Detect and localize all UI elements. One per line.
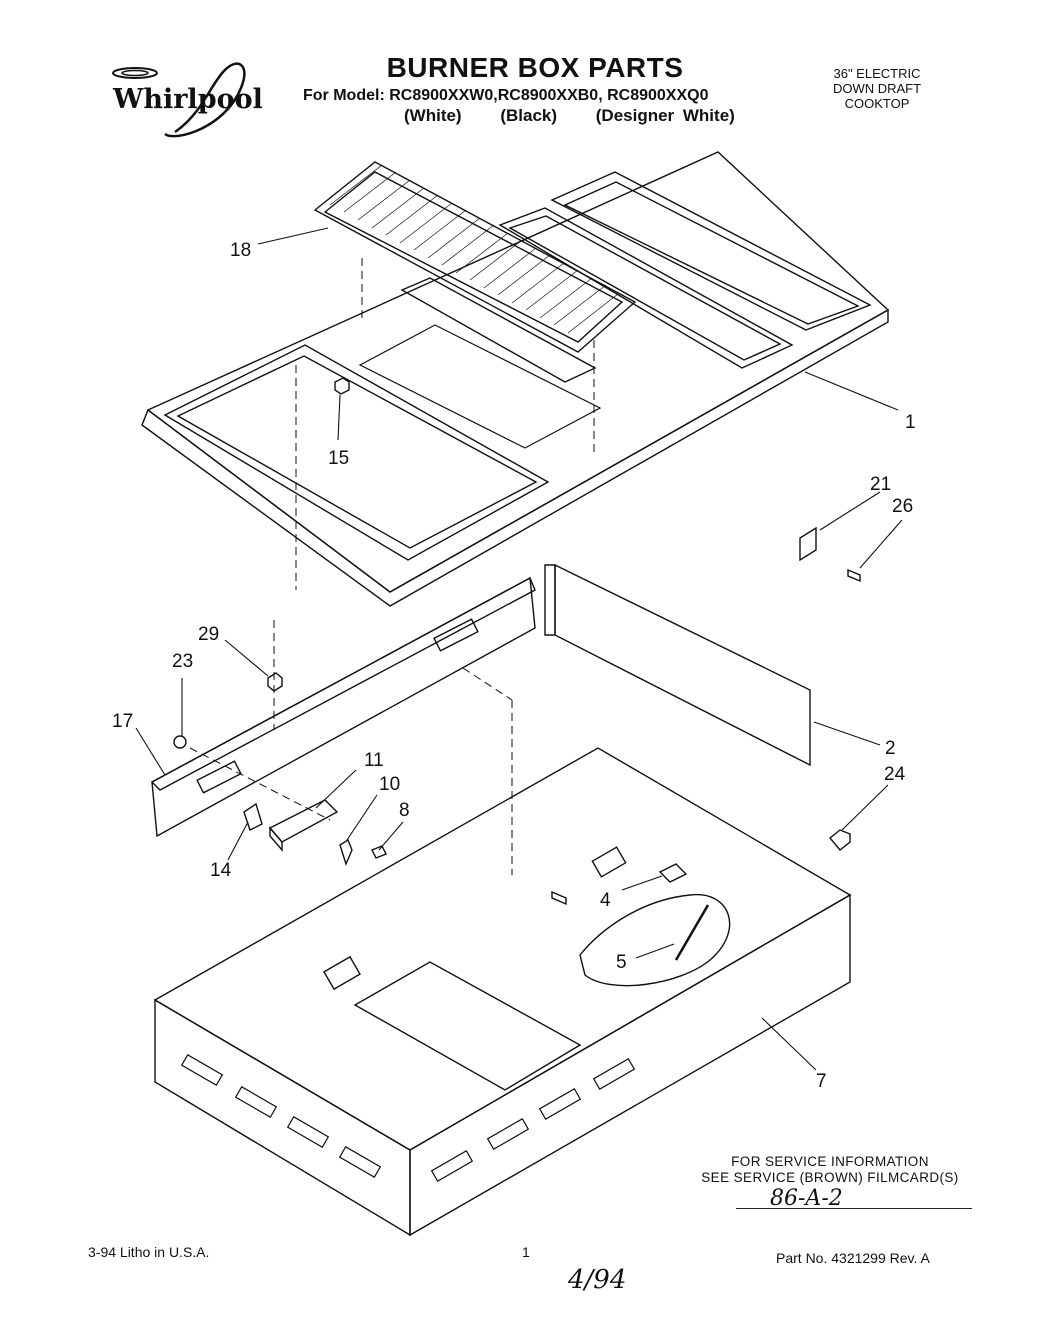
part-15-screw	[335, 378, 349, 394]
product-line-2: DOWN DRAFT	[832, 81, 922, 96]
part-8-screw	[372, 846, 386, 858]
footer-page-number: 1	[522, 1244, 530, 1260]
callout-21: 21	[870, 474, 891, 495]
part-23-nut	[174, 736, 186, 748]
service-info: FOR SERVICE INFORMATION SEE SERVICE (BRO…	[680, 1154, 980, 1186]
part-5-bolt	[676, 905, 708, 960]
part-18-grille	[315, 162, 635, 382]
service-line-2: SEE SERVICE (BROWN) FILMCARD(S)	[701, 1170, 959, 1185]
callout-7: 7	[816, 1071, 827, 1092]
callout-15: 15	[328, 448, 349, 469]
callout-18: 18	[230, 240, 251, 261]
color-designer-white: (Designer White)	[595, 106, 735, 125]
cutaway-opening	[580, 895, 730, 986]
product-line-3: COOKTOP	[844, 96, 910, 111]
part-1-top-frame	[142, 152, 888, 606]
callout-4: 4	[600, 890, 611, 911]
handwritten-note: 4/94	[568, 1265, 627, 1295]
callout-1: 1	[905, 412, 916, 433]
service-line-1: FOR SERVICE INFORMATION	[731, 1154, 929, 1169]
footer-date: 3-94 Litho in U.S.A.	[88, 1244, 210, 1260]
callout-5: 5	[616, 952, 627, 973]
callout-11: 11	[364, 750, 384, 771]
part-11-terminal-block	[270, 800, 337, 850]
callout-2: 2	[885, 738, 896, 759]
footer-part-number: Part No. 4321299 Rev. A	[776, 1250, 930, 1266]
callout-17: 17	[112, 711, 133, 732]
product-type: 36" ELECTRIC DOWN DRAFT COOKTOP	[812, 66, 942, 111]
part-14-clip	[244, 804, 262, 830]
callout-23: 23	[172, 651, 193, 672]
filmcard-underline	[736, 1208, 972, 1209]
color-black: (Black)	[500, 106, 558, 125]
whirlpool-logo: Whirlpool	[105, 58, 265, 142]
part-24-clamp	[830, 830, 850, 850]
callout-10: 10	[379, 774, 400, 795]
model-line: For Model: RC8900XXW0,RC8900XXB0, RC8900…	[303, 87, 709, 104]
part-10-bracket	[340, 840, 352, 864]
part-4-nut	[660, 864, 686, 882]
part-7-burner-box	[155, 748, 850, 1235]
part-21-switch	[800, 528, 816, 560]
color-white: (White)	[404, 106, 462, 125]
part-17-front-panel	[152, 578, 535, 836]
brand-wordmark: Whirlpool	[112, 84, 263, 115]
part-29-clip	[268, 673, 282, 691]
callout-24: 24	[884, 764, 906, 785]
callout-14: 14	[210, 860, 232, 881]
part-2-rear-panel	[545, 565, 810, 765]
callout-29: 29	[198, 624, 219, 645]
color-variants: (White) (Black) (Designer White)	[404, 106, 765, 126]
part-26-screw	[848, 570, 860, 581]
callout-26: 26	[892, 496, 913, 517]
product-line-1: 36" ELECTRIC	[833, 66, 921, 81]
filmcard-number: 86-A-2	[770, 1186, 843, 1211]
page-title: BURNER BOX PARTS	[386, 52, 684, 83]
callout-8: 8	[399, 800, 410, 821]
